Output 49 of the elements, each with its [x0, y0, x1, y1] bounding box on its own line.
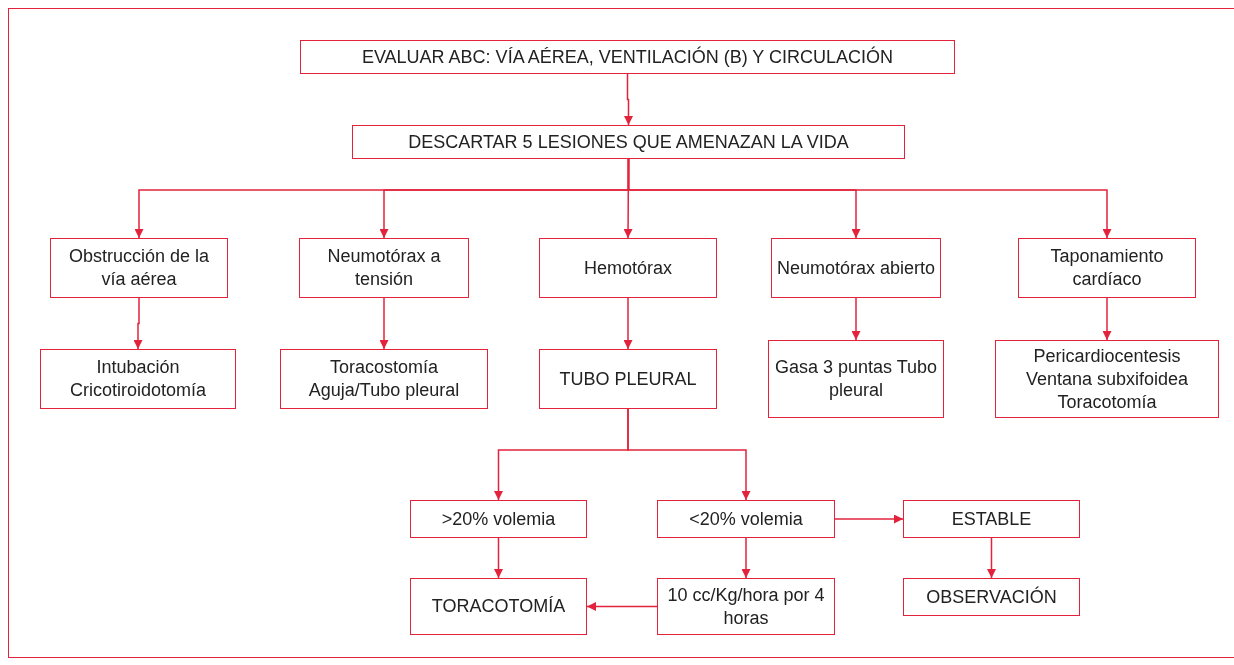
box-text: <20% volemia — [689, 507, 803, 531]
process-box — [300, 40, 955, 74]
process-box — [40, 349, 236, 409]
arrow — [379, 297, 389, 350]
arrow — [586, 602, 658, 611]
arrow — [133, 297, 143, 350]
process-box — [768, 340, 944, 418]
process-box — [903, 500, 1080, 538]
process-box — [539, 238, 717, 298]
process-box — [657, 500, 835, 538]
arrow — [741, 537, 751, 579]
process-box — [352, 125, 905, 159]
box-text: Neumotórax abierto — [776, 256, 936, 280]
box-text: Taponamiento cardíaco — [1049, 245, 1165, 291]
process-box — [657, 578, 835, 635]
process-box — [280, 349, 488, 409]
arrow — [627, 408, 751, 501]
process-box — [299, 238, 469, 298]
arrow — [494, 537, 503, 579]
box-text: TORACOTOMÍA — [431, 595, 566, 618]
box-text: ESTABLE — [951, 507, 1032, 531]
box-text: Neumotórax a tensión — [326, 245, 442, 291]
box-text: TUBO PLEURAL — [559, 367, 697, 391]
box-text: Pericardiocentesis Ventana subxifoidea Toracotomía — [1024, 344, 1190, 414]
process-box — [903, 578, 1080, 616]
box-text: 10 cc/Kg/hora por 4 horas — [666, 583, 826, 630]
box-text: Obstrucción de la vía aérea — [67, 245, 211, 291]
arrow — [834, 514, 904, 524]
process-box — [539, 349, 717, 409]
box-text: DESCARTAR 5 LESIONES QUE AMENAZAN LA VIDA — [408, 130, 849, 154]
process-box — [410, 578, 587, 635]
box-text: EVALUAR ABC: VÍA AÉREA, VENTILACIÓN (B) Y CIRCULACIÓN — [361, 45, 894, 69]
arrow — [987, 537, 996, 579]
process-box — [1018, 238, 1196, 298]
box-text: Gasa 3 puntas Tubo pleural — [773, 356, 939, 402]
box-text: Toracostomía Aguja/Tubo pleural — [307, 356, 461, 402]
process-box — [410, 500, 587, 538]
arrow — [624, 73, 633, 126]
box-text: Hemotórax — [584, 256, 672, 280]
box-text: >20% volemia — [441, 507, 556, 531]
process-box — [771, 238, 941, 298]
box-text: OBSERVACIÓN — [926, 585, 1057, 609]
process-box — [995, 340, 1219, 418]
process-box — [50, 238, 228, 298]
arrow — [627, 158, 1112, 239]
arrow — [1102, 297, 1112, 341]
arrow — [851, 297, 861, 341]
arrow — [623, 297, 633, 350]
box-text: Intubación Cricotiroidotomía — [68, 356, 207, 402]
